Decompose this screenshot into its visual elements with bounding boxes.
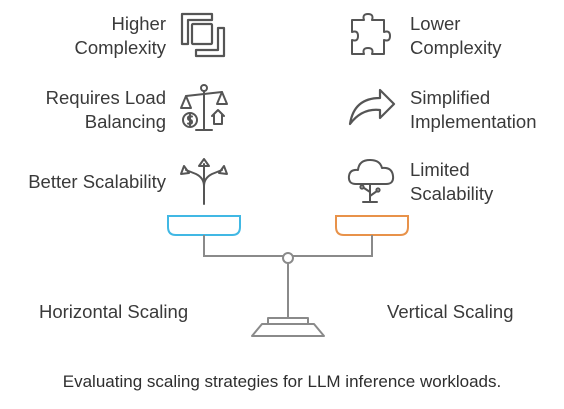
overlapping-squares-icon — [180, 12, 226, 58]
balance-scale-icon — [180, 84, 228, 131]
left-pan — [167, 215, 241, 236]
puzzle-piece-icon — [351, 13, 391, 55]
right-factor-3-label: Limited Scalability — [410, 159, 494, 204]
diverging-arrows-icon — [180, 158, 228, 205]
scale-pivot — [282, 252, 294, 264]
right-factor-2-label: Simplified Implementation — [410, 87, 537, 132]
right-pan-label: Vertical Scaling — [387, 301, 514, 322]
cloud-tree-icon — [347, 159, 395, 203]
curved-arrow-icon — [348, 88, 396, 126]
scale-base — [251, 323, 325, 337]
left-factor-1-label: Higher Complexity — [74, 13, 167, 58]
caption: Evaluating scaling strategies for LLM in… — [62, 372, 502, 391]
right-factor-1-label: Lower Complexity — [410, 13, 502, 58]
left-factor-2-label: Requires Load Balancing — [45, 87, 166, 132]
left-factor-3-label: Better Scalability — [28, 171, 166, 192]
right-pan — [335, 215, 409, 236]
left-pan-label: Horizontal Scaling — [39, 301, 189, 322]
